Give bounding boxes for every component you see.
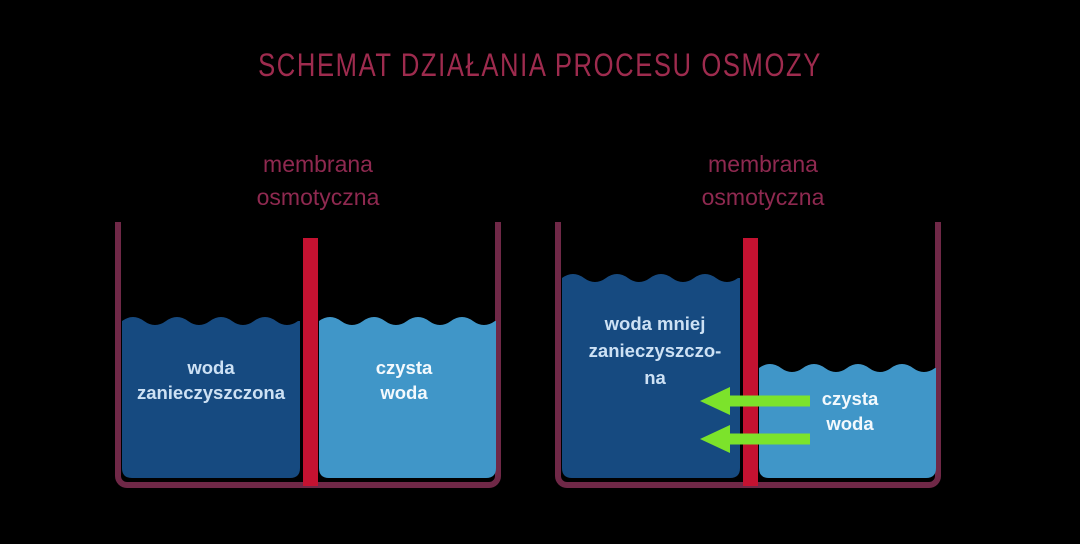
flow-arrows-left-icon bbox=[700, 387, 810, 453]
dirty-water-shape bbox=[122, 317, 300, 478]
clean-water-label: czysta woda bbox=[821, 388, 879, 434]
tank-after-osmosis: woda mniej zanieczyszczo- na czysta woda bbox=[555, 222, 941, 488]
clean-water-shape bbox=[319, 317, 496, 478]
clean-water-label: czysta woda bbox=[375, 357, 433, 403]
osmotic-membrane-bar bbox=[743, 238, 758, 486]
page-title: SCHEMAT DZIAŁANIA PROCESU OSMOZY bbox=[258, 47, 822, 83]
dirty-water-label: woda zanieczyszczona bbox=[136, 357, 286, 403]
membrane-label-left: membrana osmotyczna bbox=[256, 151, 380, 210]
dirty-water-label: woda mniej zanieczyszczo- na bbox=[588, 313, 722, 388]
dirty-water-shape bbox=[562, 274, 740, 478]
osmotic-membrane-bar bbox=[303, 238, 318, 486]
membrane-label-right: membrana osmotyczna bbox=[701, 151, 825, 210]
clean-water-shape bbox=[759, 364, 936, 478]
tank-before-osmosis: woda zanieczyszczona czysta woda bbox=[115, 222, 501, 488]
